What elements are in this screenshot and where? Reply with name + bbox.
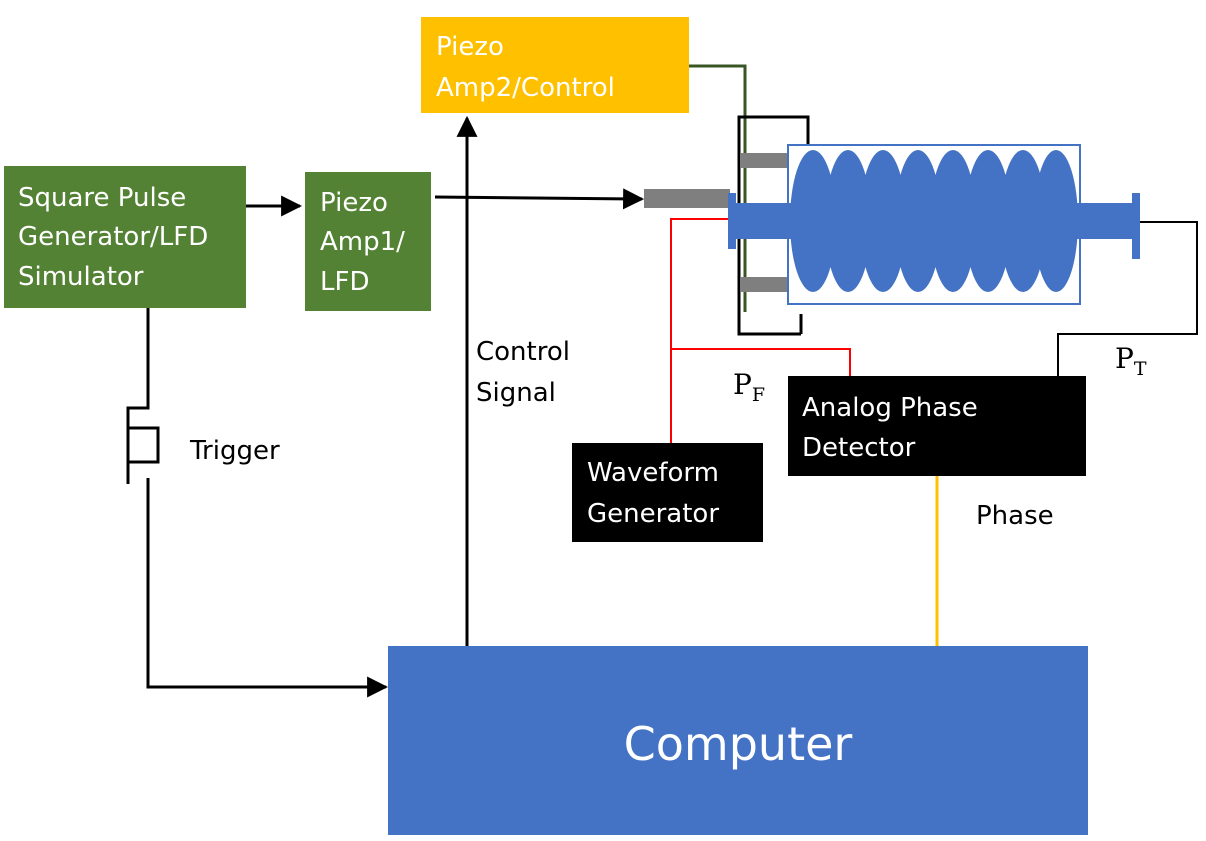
waveform-generator-line-2: Generator (587, 499, 719, 529)
arrow-amp1-to-piezo (434, 188, 645, 210)
piezo-actuator (644, 189, 730, 208)
cavity-cell (1000, 150, 1046, 292)
waveform-generator-block: Waveform Generator (572, 443, 763, 542)
cavity-cell (790, 150, 836, 292)
p-transmitted-sub: T (1134, 358, 1147, 380)
tuner-rod-bottom (741, 277, 789, 292)
piezo-amp2-block: Piezo Amp2/Control (421, 17, 689, 113)
p-transmitted-main: P (1115, 342, 1134, 375)
phase-detector-line-1: Analog Phase (802, 393, 978, 423)
piezo-amp2-line-2: Amp2/Control (436, 73, 615, 103)
control-signal-label-line-1: Control (476, 337, 570, 367)
control-signal-label-line-2: Signal (476, 378, 556, 408)
trigger-line-bottom (146, 478, 389, 698)
square-pulse-line-1: Square Pulse (18, 183, 186, 213)
right-flange (1132, 193, 1140, 259)
rf-forward-line (670, 218, 730, 443)
square-pulse-generator-block: Square Pulse Generator/LFD Simulator (4, 166, 246, 308)
computer-block: Computer (388, 646, 1088, 835)
cavity-cell (860, 150, 906, 292)
trigger-pulse-symbol (126, 408, 160, 484)
piezo-amp1-block: Piezo Amp1/ LFD (305, 172, 431, 311)
phase-detector-line-2: Detector (802, 433, 916, 463)
rf-transmitted-line (1057, 221, 1198, 377)
trigger-label: Trigger (189, 436, 280, 466)
rf-forward-to-detector (671, 348, 851, 376)
square-pulse-line-2: Generator/LFD (18, 222, 208, 252)
piezo-amp1-line-1: Piezo (320, 188, 388, 218)
piezo-amp1-line-3: LFD (320, 267, 369, 297)
piezo-amp1-line-2: Amp1/ (320, 227, 405, 257)
piezo-amp2-line-1: Piezo (436, 32, 504, 62)
trigger-line-top (126, 308, 150, 484)
computer-label: Computer (624, 717, 853, 771)
cavity-cell (930, 150, 976, 292)
analog-phase-detector-block: Analog Phase Detector (788, 376, 1086, 476)
p-transmitted-label: PT (1115, 342, 1147, 380)
cavity-cell (965, 150, 1011, 292)
p-forward-sub: F (752, 384, 765, 406)
cavity-cell (825, 150, 871, 292)
waveform-generator-line-1: Waveform (587, 458, 719, 488)
left-flange (728, 193, 736, 249)
tuner-rod-top (741, 153, 789, 168)
p-forward-label: PF (733, 368, 765, 406)
cavity-cell (895, 150, 941, 292)
cavity-cell (1034, 150, 1078, 292)
connectors (126, 64, 1198, 698)
phase-label: Phase (976, 501, 1054, 531)
tuner-frame (737, 115, 810, 336)
cavity-assembly (644, 115, 1140, 336)
square-pulse-line-3: Simulator (18, 262, 144, 292)
p-forward-main: P (733, 368, 752, 401)
